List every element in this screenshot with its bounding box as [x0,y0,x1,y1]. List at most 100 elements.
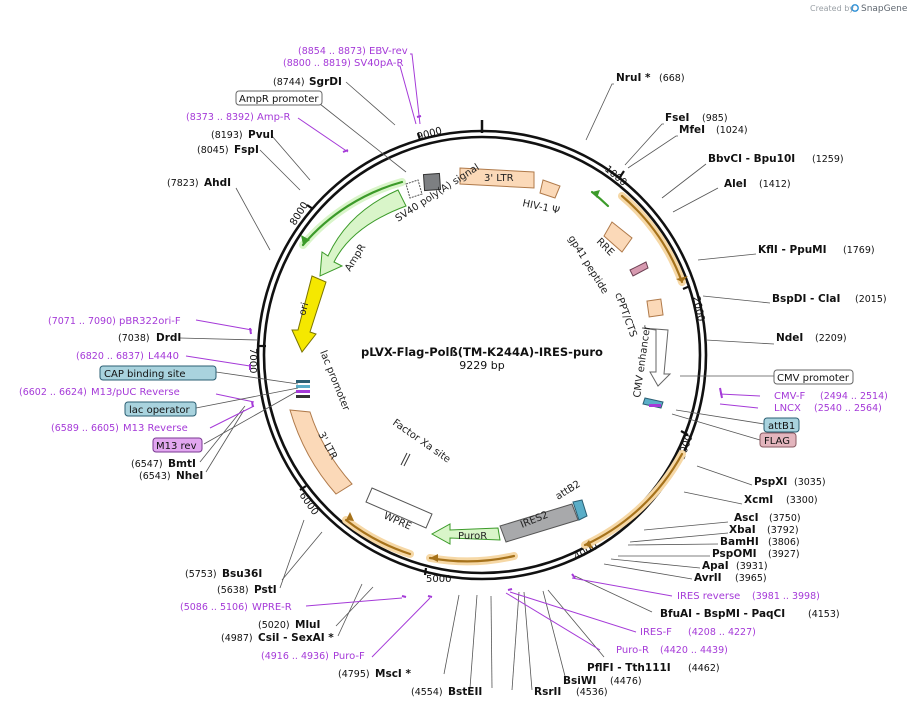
m13rev-box: M13 rev [152,437,203,453]
primer-sv40pa-r: SV40pA-R [354,58,403,69]
enz-alei: AleI [724,178,747,190]
enz-xbai: XbaI [729,524,756,536]
attb2-shape [572,499,588,521]
primer-cmv-f: CMV-F [774,391,805,402]
ires2-shape [499,503,579,543]
enz-bbvci-pos: (1259) [812,154,844,165]
factorxa-mark-a [403,453,411,467]
enz-msci: MscI * [375,668,411,680]
enz-psti: PstI [254,584,277,596]
primer-marks [249,115,723,598]
cap-label: CAP binding site [104,369,186,380]
snapgene-logo-icon [851,4,859,12]
attb1-label: attB1 [768,421,795,432]
enz-apai: ApaI [702,560,729,572]
feat-ampr: AmpR [343,242,368,273]
enz-drdi-pos: (7038) [118,333,150,344]
ori-shape [291,275,327,353]
feat-hiv: HIV-1 Ψ [521,198,560,217]
primer-pbr322ori-f: pBR322ori-F [119,316,181,327]
enz-xcmi: XcmI [744,494,773,506]
tick-2000: 2000 [690,295,706,322]
enz-bbvci: BbvCI - Bpu10I [708,153,795,165]
enzymes-right: NruI * (668) FseI (985) MfeI (1024) BbvC… [411,72,887,698]
enz-mfei-pos: (1024) [716,125,748,136]
primer-ires-f: IRES-F [640,627,672,638]
primer-m13-reverse-pos: (6589 .. 6605) [51,423,119,434]
credit-prefix: Created by [810,4,854,13]
tick-5000: 5000 [426,574,451,585]
enz-bamhi-pos: (3806) [768,537,800,548]
m13-marker [296,390,310,393]
enz-nhei-pos: (6543) [139,471,171,482]
enzymes-left: SgrDI (8744) PvuI (8193) FspI (8045) Ahd… [118,76,411,680]
enz-pflfi: PflFI - Tth111I [587,662,671,674]
puror-shape [430,523,501,545]
primer-wpre-r-pos: (5086 .. 5106) [180,602,248,613]
enz-sgrdi-pos: (8744) [273,77,305,88]
credit-brand: SnapGene [861,4,907,14]
enz-kfli: KflI - PpuMI [758,244,827,256]
feat-ltr3-top: 3' LTR [484,173,514,184]
enz-pspomi: PspOMI [712,548,757,560]
enz-xbai-pos: (3792) [767,525,799,536]
lac-operator-box: lac operator [124,401,197,417]
primer-lncx: LNCX [774,403,801,414]
primer-ebv-rev: EBV-rev [369,46,408,57]
enz-msci-pos: (4795) [338,669,370,680]
enz-avrii-pos: (3965) [735,573,767,584]
primer-puro-f: Puro-F [333,651,365,662]
enz-bsteii-pos: (4554) [411,687,443,698]
ampr-shape [319,189,407,277]
enz-bsteii: BstEII [448,686,482,698]
enz-nhei: NheI [176,470,203,482]
enz-rsrii: RsrII [534,686,561,698]
ampr-promoter-shape [405,179,423,199]
enz-bamhi: BamHI [720,536,759,548]
enz-bspdi-pos: (2015) [855,294,887,305]
primer-puro-f-pos: (4916 .. 4936) [261,651,329,662]
enz-nrui-pos: (668) [659,73,685,84]
primer-pbr322ori-f-pos: (7071 .. 7090) [48,316,116,327]
cap-marker [296,380,310,383]
enz-bspdi: BspDI - ClaI [772,293,840,305]
enz-ahdi: AhdI [204,177,231,189]
primer-amp-r: Amp-R [257,112,291,123]
primer-m13puc-rev: M13/pUC Reverse [91,387,180,398]
enz-alei-pos: (1412) [759,179,791,190]
enz-pspxi: PspXI [754,476,787,488]
primer-m13-reverse: M13 Reverse [123,423,188,434]
factorxa-mark-b [400,452,408,466]
primer-ires-reverse: IRES reverse [677,591,740,602]
arc-arrow-ltr-icon [346,512,354,521]
flag-marker [649,404,661,407]
box-leaders [195,103,774,445]
feat-lacp: lac promoter [317,349,352,413]
enz-rsrii-pos: (4536) [576,687,608,698]
primer-puro-r-pos: (4420 .. 4439) [660,645,728,656]
tick-6000: 6000 [297,490,321,517]
primer-m13puc-rev-pos: (6602 .. 6624) [19,387,87,398]
ampr-promoter-label: AmpR promoter [239,94,319,105]
tick-7000: 7000 [247,348,258,373]
ltr3-top-shape [459,167,535,189]
enz-mlui: MluI [295,619,320,631]
enz-pspxi-pos: (3035) [794,477,826,488]
primer-leaders [185,53,761,658]
arc-arrow-puro-icon [585,540,593,549]
flag-label: FLAG [764,436,790,447]
enz-apai-pos: (3931) [736,561,768,572]
cppt-shape [646,298,664,318]
arc-arrow-green-icon [592,190,600,198]
enz-bsu36i: Bsu36I [222,568,262,580]
enz-mlui-pos: (5020) [258,620,290,631]
enz-xcmi-pos: (3300) [786,495,818,506]
primer-sv40pa-r-pos: (8800 .. 8819) [283,58,351,69]
lac-promoter-marker [296,395,310,398]
cmv-promoter-box: CMV promoter [773,369,854,385]
primer-lncx-pos: (2540 .. 2564) [814,403,882,414]
lac-operator-marker [296,385,310,388]
enz-fspi: FspI [234,144,259,156]
flag-box: FLAG [759,432,797,448]
primer-puro-r: Puro-R [616,645,649,656]
